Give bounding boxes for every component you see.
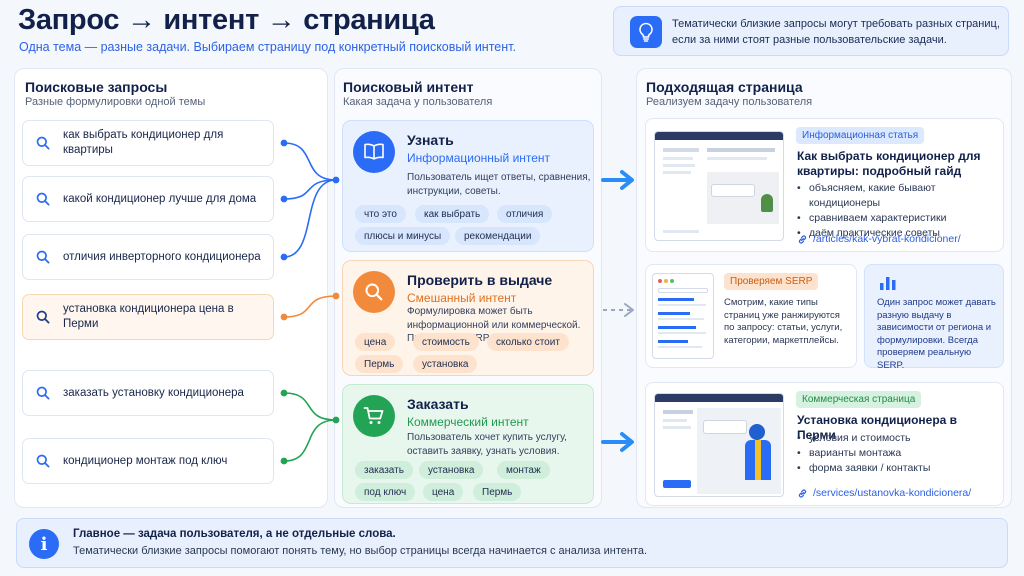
serp-note: Один запрос может давать разную выдачу в…: [864, 264, 1004, 371]
intent-chip: что это: [355, 205, 406, 223]
page-column-title: Подходящая страница: [646, 79, 803, 95]
intent-card-mixed: Проверить в выдаче Смешанный интент Форм…: [342, 260, 594, 376]
page-feature: условия и стоимость: [797, 431, 930, 446]
page-card-serp: Проверяем SERP Смотрим, какие типы стран…: [645, 264, 857, 368]
intent-chip: отличия: [497, 205, 553, 223]
query-card: какой кондиционер лучше для дома: [22, 176, 274, 222]
query-text: заказать установку кондиционера: [63, 386, 244, 399]
query-text: какой кондиционер лучше для дома: [63, 192, 257, 205]
search-icon: [23, 192, 63, 206]
link-icon: [798, 488, 807, 498]
footer-title: Главное — задача пользователя, а не отде…: [73, 528, 396, 540]
page-card-article: Информационная статья Как выбрать кондиц…: [645, 118, 1004, 252]
cart-icon: [353, 395, 395, 437]
page-link-text: /services/ustanovka-kondicionera/: [813, 487, 972, 499]
query-text: как выбрать кондиционер для квартиры: [63, 129, 224, 156]
serp-note-text: Один запрос может давать разную выдачу в…: [877, 297, 996, 371]
footer-callout: i Главное — задача пользователя, а не от…: [16, 518, 1008, 568]
intent-chip: цена: [423, 483, 464, 501]
page-link-text: /articles/kak-vybrat-kondicioner/: [813, 233, 961, 245]
book-icon: [353, 131, 395, 173]
query-card: как выбрать кондиционер для квартиры: [22, 120, 274, 166]
page-badge: Коммерческая страница: [796, 391, 922, 408]
info-icon: i: [29, 529, 59, 559]
intent-chip: цена: [355, 333, 396, 351]
tip-box: Тематически близкие запросы могут требов…: [613, 6, 1009, 56]
page-title-article: Как выбрать кондиционер для квартиры: по…: [797, 149, 981, 178]
intent-card-info: Узнать Информационный интент Пользовател…: [342, 120, 594, 252]
tip-text: Тематически близкие запросы могут требов…: [672, 18, 1000, 46]
query-card: отличия инверторного кондиционера: [22, 234, 274, 280]
footer-text: Тематически близкие запросы помогают пон…: [73, 545, 648, 557]
page-subtitle: Одна тема — разные задачи. Выбираем стра…: [19, 40, 516, 54]
search-icon: [23, 386, 63, 400]
intent-title: Поисковый интент: [343, 79, 474, 95]
intent-chip: рекомендации: [455, 227, 541, 245]
arrow-right-icon: [603, 303, 634, 317]
intent-chip: как выбрать: [415, 205, 490, 223]
page-card-commercial: Коммерческая страница Установка кондицио…: [645, 382, 1004, 506]
intent-chip: установка: [413, 355, 478, 373]
query-card: кондиционер монтаж под ключ: [22, 438, 274, 484]
intent-chip: Пермь: [473, 483, 522, 501]
queries-title: Поисковые запросы: [25, 79, 168, 95]
intent-chip: монтаж: [497, 461, 550, 479]
page-badge: Информационная статья: [796, 127, 925, 144]
page-feature: объясняем, какие бывают кондиционеры: [797, 181, 1003, 211]
bar-chart-icon: [880, 277, 896, 290]
page-features: условия и стоимость варианты монтажа фор…: [797, 431, 930, 476]
intent-type: Информационный интент: [407, 151, 551, 165]
page-column-subtitle: Реализуем задачу пользователя: [646, 96, 813, 108]
arrow-right-icon: [601, 170, 634, 190]
page-feature: даём практические советы: [797, 226, 1003, 241]
page-feature: варианты монтажа: [797, 446, 930, 461]
query-text: кондиционер монтаж под ключ: [63, 454, 228, 467]
intent-type: Коммерческий интент: [407, 415, 529, 429]
intent-title: Проверить в выдаче: [407, 272, 553, 288]
arrow-right-icon: [601, 432, 634, 452]
intent-chip: Пермь: [355, 355, 404, 373]
page-feature: форма заявки / контакты: [797, 461, 930, 476]
search-icon: [23, 136, 63, 150]
page-link[interactable]: /services/ustanovka-kondicionera/: [797, 487, 971, 499]
intent-title: Узнать: [407, 132, 454, 148]
search-icon: [23, 454, 63, 468]
intent-description: Пользователь хочет купить услугу, остави…: [407, 432, 567, 457]
page-feature: сравниваем характеристики: [797, 211, 1003, 226]
intent-subtitle: Какая задача у пользователя: [343, 96, 493, 108]
query-card-mixed: установка кондиционера цена в Перми: [22, 294, 274, 340]
intent-type: Смешанный интент: [407, 291, 517, 305]
intent-chip: стоимость: [413, 333, 479, 351]
query-card: заказать установку кондиционера: [22, 370, 274, 416]
search-icon: [23, 310, 63, 324]
serp-description: Смотрим, какие типы страниц уже ранжирую…: [724, 297, 843, 346]
intent-chip: плюсы и минусы: [355, 227, 451, 245]
intent-chip: сколько стоит: [487, 333, 569, 351]
query-text: установка кондиционера цена в Перми: [63, 303, 234, 330]
page-features: объясняем, какие бывают кондиционеры сра…: [797, 181, 1003, 241]
page-link[interactable]: /articles/kak-vybrat-kondicioner/: [797, 233, 961, 245]
page-badge: Проверяем SERP: [724, 273, 819, 290]
commercial-mockup: [654, 393, 784, 497]
lightbulb-icon: [630, 16, 662, 48]
search-icon: [353, 271, 395, 313]
intent-card-commercial: Заказать Коммерческий интент Пользовател…: [342, 384, 594, 504]
serp-mockup: [652, 273, 714, 359]
page-title: Запрос → интент → страница: [18, 4, 435, 36]
intent-chip: заказать: [355, 461, 413, 479]
link-icon: [798, 234, 807, 244]
search-icon: [23, 250, 63, 264]
queries-subtitle: Разные формулировки одной темы: [25, 96, 206, 108]
intent-description: Пользователь ищет ответы, сравнения, инс…: [407, 172, 591, 197]
intent-chip: под ключ: [355, 483, 416, 501]
article-mockup: [654, 131, 784, 241]
intent-title: Заказать: [407, 396, 469, 412]
query-text: отличия инверторного кондиционера: [63, 250, 261, 263]
intent-chip: установка: [419, 461, 484, 479]
